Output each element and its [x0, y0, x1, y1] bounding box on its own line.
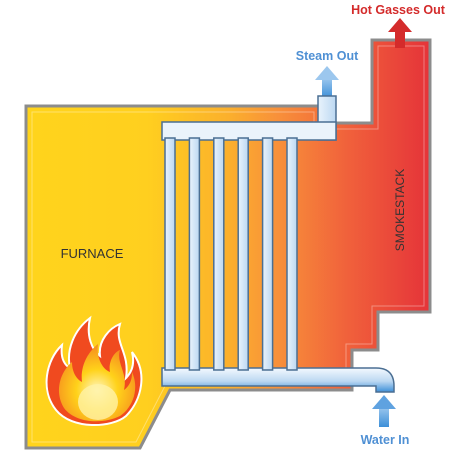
heat-exchanger-tubes — [164, 137, 298, 371]
water-in-pipe — [161, 367, 395, 393]
hot-gasses-out-label: Hot Gasses Out — [351, 3, 446, 17]
boiler-body — [24, 38, 432, 450]
top-header-pipe — [161, 121, 337, 141]
tube — [188, 137, 201, 371]
tube — [286, 137, 298, 371]
tube — [213, 137, 225, 371]
water-in-arrow — [372, 395, 396, 427]
tube — [261, 137, 274, 371]
fire-icon — [45, 315, 143, 426]
tube — [237, 137, 249, 371]
steam-out-arrow — [315, 66, 339, 98]
tube — [164, 137, 176, 371]
hot-gas-arrow — [388, 18, 412, 48]
water-in-label: Water In — [361, 433, 410, 447]
steam-out-label: Steam Out — [296, 49, 359, 63]
smokestack-label: SMOKESTACK — [393, 169, 407, 251]
furnace-label: FURNACE — [61, 246, 124, 261]
